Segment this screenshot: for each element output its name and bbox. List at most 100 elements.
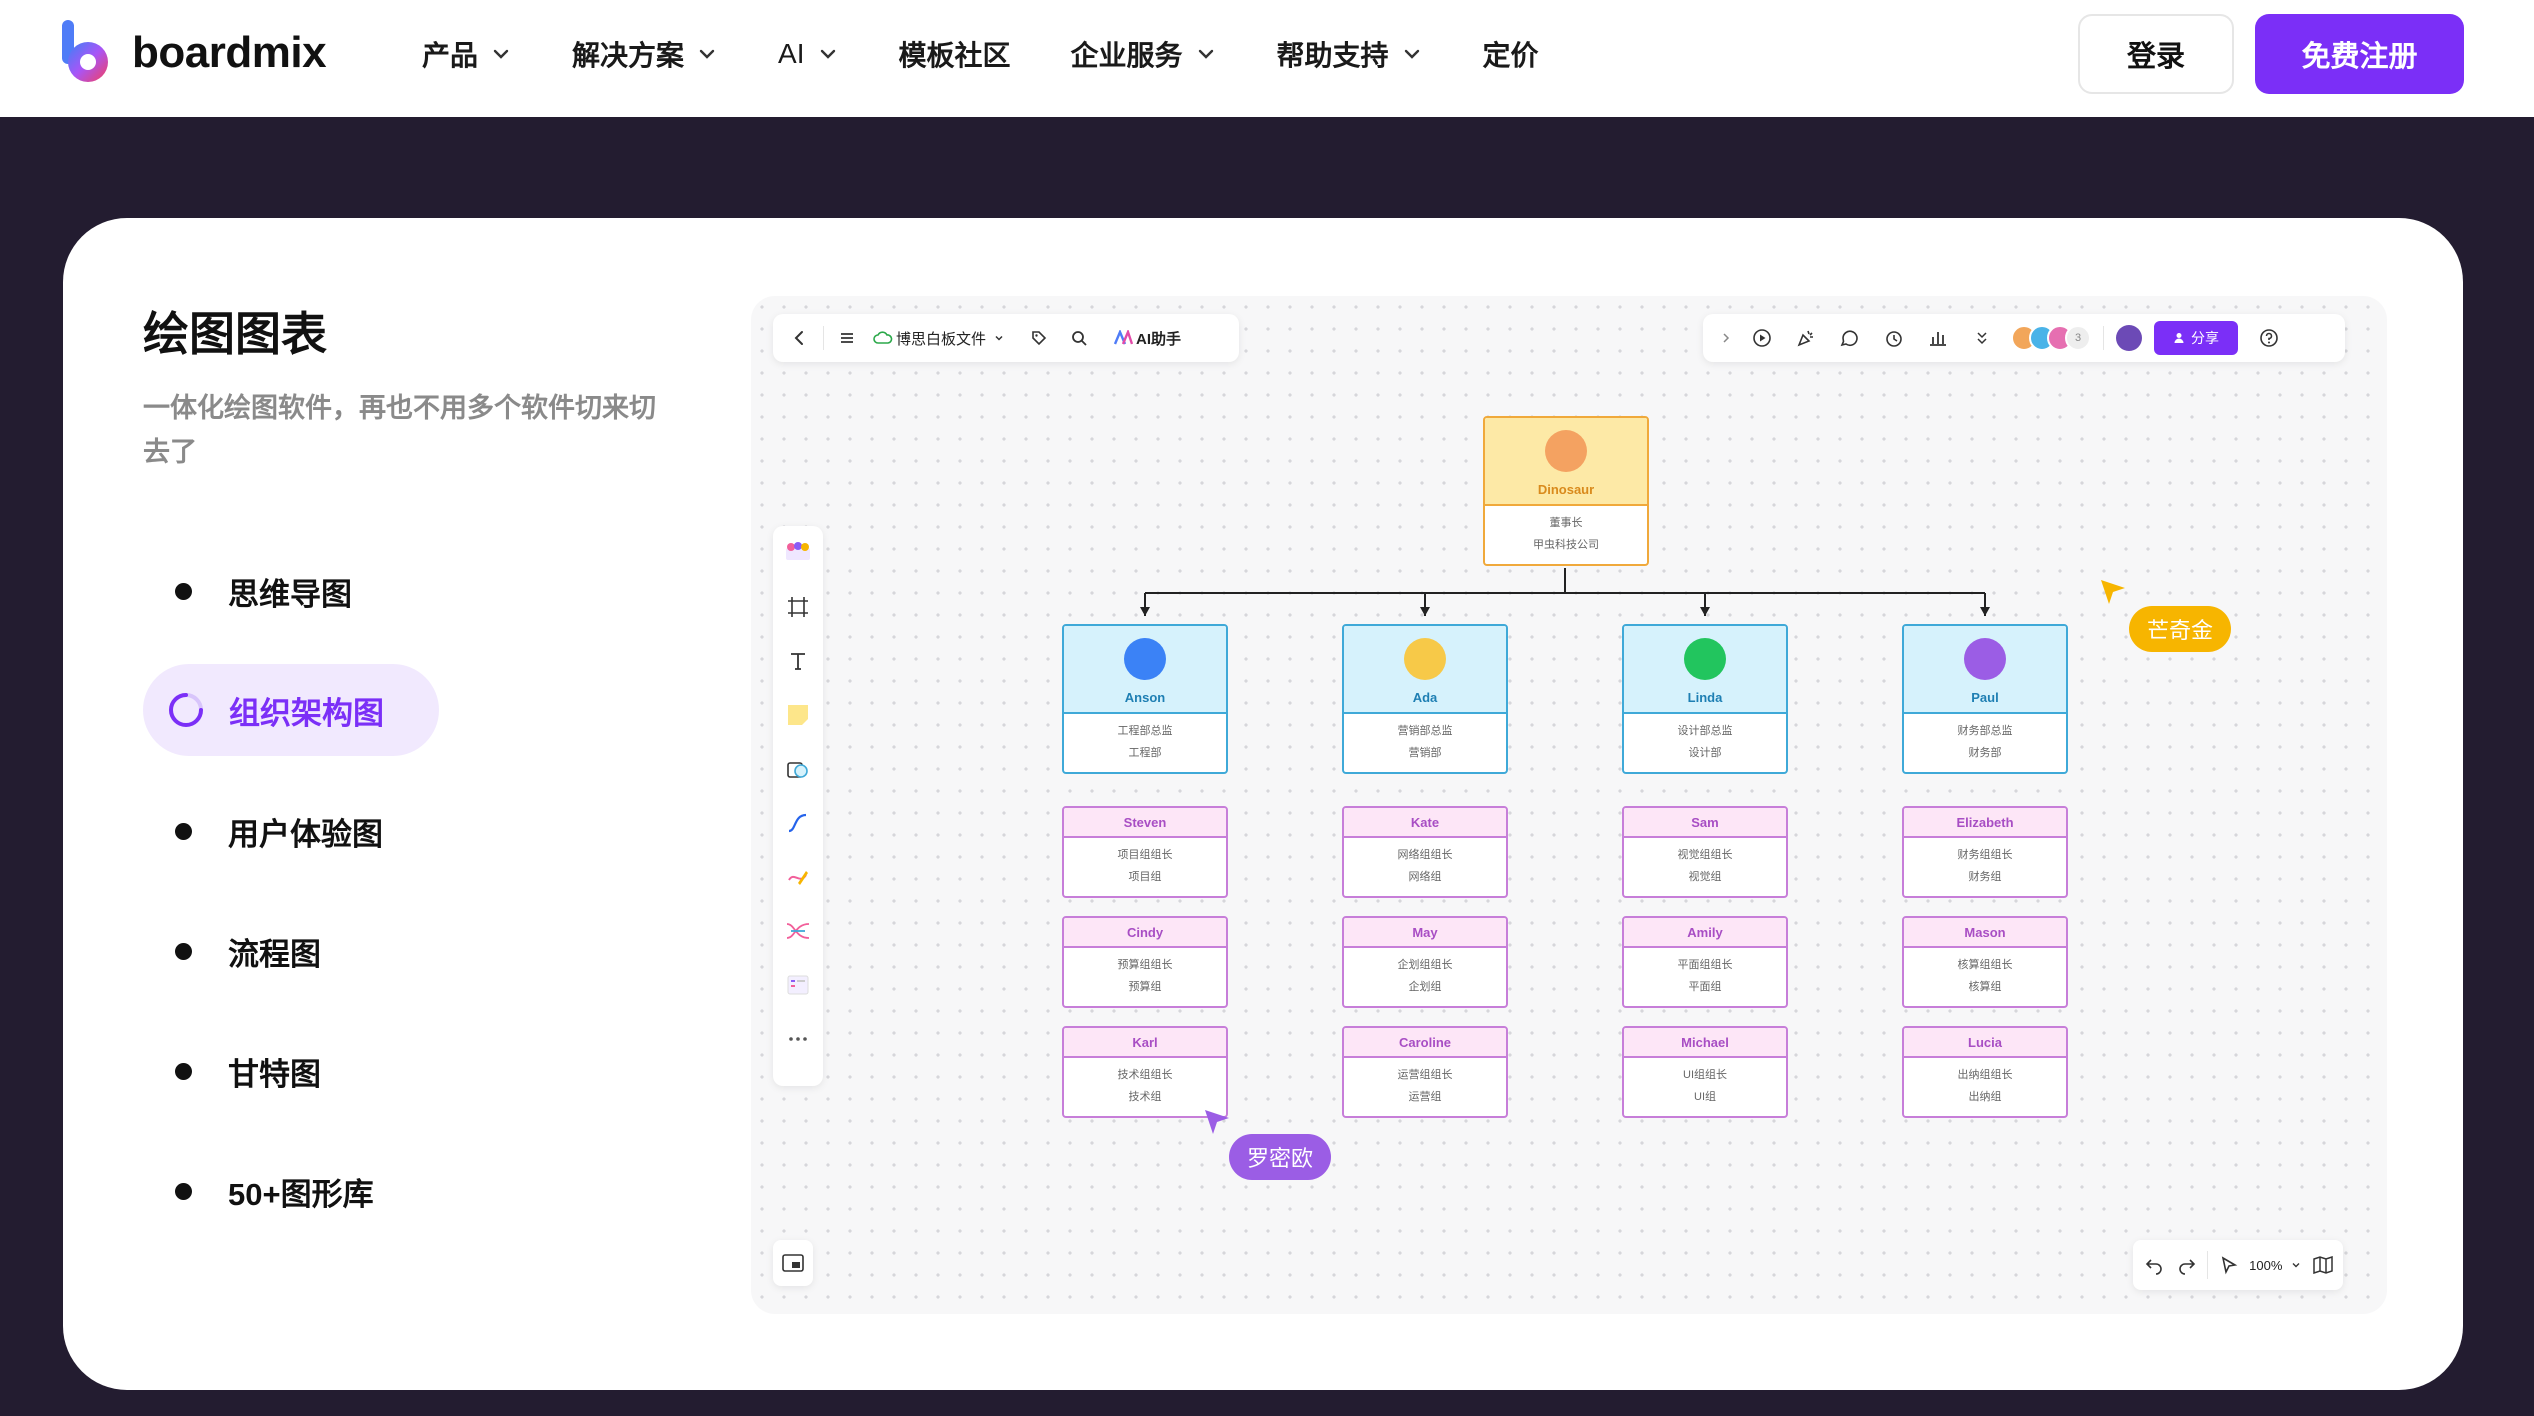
org-node-title: 营销部总监 <box>1397 725 1453 737</box>
pen-icon[interactable] <box>785 864 811 890</box>
feature-item-flowchart[interactable]: 流程图 <box>143 929 321 974</box>
bullet-icon <box>175 583 192 600</box>
shape-icon[interactable] <box>785 756 811 782</box>
help-icon[interactable] <box>2256 325 2282 351</box>
menu-icon[interactable] <box>834 325 860 351</box>
chevron-down-icon <box>820 49 835 59</box>
zoom-level[interactable]: 100% <box>2249 1257 2283 1273</box>
undo-icon[interactable] <box>2141 1252 2166 1278</box>
nav-item-pricing[interactable]: 定价 <box>1483 34 1539 74</box>
org-root-node[interactable]: Dinosaur 董事长 甲虫科技公司 <box>1483 416 1649 566</box>
nav-item-enterprise[interactable]: 企业服务 <box>1071 34 1217 74</box>
avatar <box>1684 638 1726 680</box>
chevron-right-icon[interactable] <box>1713 325 1739 351</box>
feature-item-ux-map[interactable]: 用户体验图 <box>143 809 383 854</box>
select-cursor-icon[interactable] <box>2216 1252 2241 1278</box>
org-node-title: 核算组组长 <box>1957 959 2013 971</box>
org-node-dept: 核算组 <box>1968 981 2002 993</box>
main-menu: 产品 解决方案 AI 模板社区 企业服务 帮助支持 定价 <box>422 0 1599 107</box>
nav-item-product[interactable]: 产品 <box>422 34 512 74</box>
org-node-title: 预算组组长 <box>1117 959 1173 971</box>
cloud-icon <box>870 325 896 351</box>
org-manager-node[interactable]: Anson 工程部总监工程部 <box>1062 624 1228 774</box>
org-connectors <box>1140 568 1990 616</box>
nav-item-label: AI <box>778 37 805 69</box>
org-node-dept: 营销部 <box>1408 747 1442 759</box>
board-bottom-right-toolbar: 100% <box>2133 1240 2343 1290</box>
play-icon[interactable] <box>1749 325 1775 351</box>
frame-icon[interactable] <box>785 594 811 620</box>
connector-icon[interactable] <box>785 810 811 836</box>
feature-item-mindmap[interactable]: 思维导图 <box>143 569 352 614</box>
nav-item-ai[interactable]: AI <box>778 38 838 70</box>
celebrate-icon[interactable] <box>1793 325 1819 351</box>
tag-icon[interactable] <box>1026 325 1052 351</box>
login-button[interactable]: 登录 <box>2078 14 2234 94</box>
feature-item-shape-library[interactable]: 50+图形库 <box>143 1169 374 1214</box>
org-manager-node[interactable]: Paul 财务部总监财务部 <box>1902 624 2068 774</box>
org-node-title: 工程部总监 <box>1117 725 1173 737</box>
feature-item-orgchart[interactable]: 组织架构图 <box>143 664 439 756</box>
org-node-dept: 甲虫科技公司 <box>1533 539 1599 551</box>
signup-button[interactable]: 免费注册 <box>2255 14 2464 94</box>
org-node-name: Ada <box>1412 690 1438 705</box>
more-icon[interactable] <box>785 1026 811 1052</box>
section-description: 一体化绘图软件，再也不用多个软件切来切去了 <box>143 393 656 467</box>
collaborator-avatars[interactable]: 3 <box>2011 325 2091 351</box>
chevron-down-icon[interactable] <box>986 325 1012 351</box>
minimap-button[interactable] <box>773 1240 813 1286</box>
avatar <box>1545 430 1587 472</box>
avatar <box>1124 638 1166 680</box>
nav-item-help[interactable]: 帮助支持 <box>1277 34 1423 74</box>
org-manager-node[interactable]: Ada 营销部总监营销部 <box>1342 624 1508 774</box>
org-node-title: 运营组组长 <box>1397 1069 1453 1081</box>
org-node-title: 董事长 <box>1549 517 1583 529</box>
table-icon[interactable] <box>785 972 811 998</box>
org-node-name: Amily <box>1687 924 1723 940</box>
nav-item-solutions[interactable]: 解决方案 <box>572 34 718 74</box>
map-book-icon[interactable] <box>2310 1252 2335 1278</box>
share-button[interactable]: 分享 <box>2154 321 2238 355</box>
add-user-icon <box>2174 333 2184 343</box>
org-node-dept: 企划组 <box>1408 981 1442 993</box>
more-down-icon[interactable] <box>1969 325 1995 351</box>
chevron-down-icon <box>493 49 509 59</box>
file-name[interactable]: 博思白板文件 <box>896 330 987 348</box>
org-node-title: 财务部总监 <box>1957 725 2013 737</box>
user-avatar[interactable] <box>2116 325 2142 351</box>
redo-icon[interactable] <box>2174 1252 2199 1278</box>
text-icon[interactable] <box>785 648 811 674</box>
ai-assistant-button[interactable]: AI助手 <box>1136 330 1182 348</box>
avatar <box>1404 638 1446 680</box>
search-icon[interactable] <box>1066 325 1092 351</box>
chevron-down-icon[interactable] <box>2290 1252 2302 1278</box>
org-node-dept: 项目组 <box>1128 871 1162 883</box>
share-label: 分享 <box>2191 330 2219 346</box>
mindmap-icon[interactable] <box>785 918 811 944</box>
templates-icon[interactable] <box>785 538 811 564</box>
back-icon[interactable] <box>787 325 813 351</box>
feature-item-gantt[interactable]: 甘特图 <box>143 1049 321 1094</box>
collaborator-cursor-label: 芒奇金 <box>2129 606 2232 652</box>
brand-logo[interactable]: boardmix <box>60 20 327 86</box>
org-node-name: Cindy <box>1126 924 1164 940</box>
sticky-note-icon[interactable] <box>785 702 811 728</box>
timer-icon[interactable] <box>1881 325 1907 351</box>
nav-item-templates[interactable]: 模板社区 <box>899 34 1011 74</box>
org-manager-node[interactable]: Linda 设计部总监设计部 <box>1622 624 1788 774</box>
org-node-dept: UI组 <box>1694 1091 1716 1103</box>
vote-icon[interactable] <box>1925 325 1951 351</box>
comment-icon[interactable] <box>1837 325 1863 351</box>
